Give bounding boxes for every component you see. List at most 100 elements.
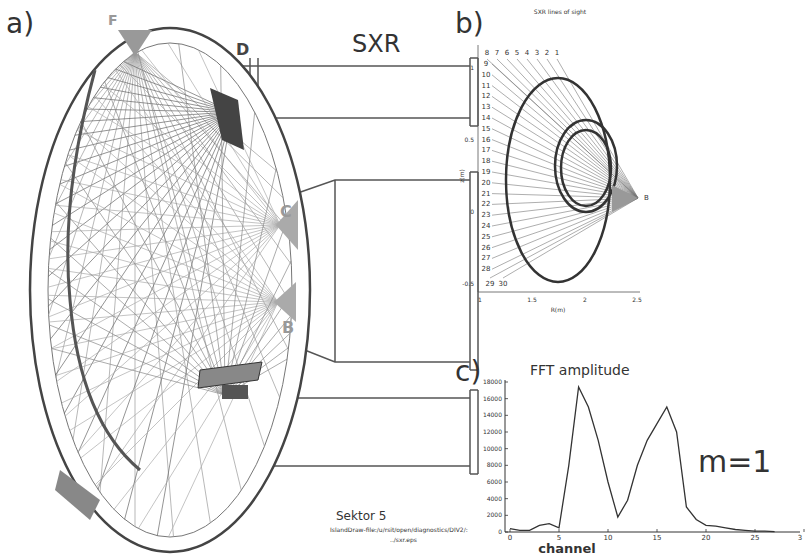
camera-label: B <box>282 320 294 336</box>
channel-number: 25 <box>482 233 491 240</box>
line-of-sight <box>65 163 225 395</box>
channel-number: 15 <box>482 125 491 132</box>
axis-tick: 0.5 <box>464 137 474 143</box>
line-of-sight <box>51 238 225 395</box>
axis-tick: 25 <box>751 535 760 542</box>
axis-tick: -0.5 <box>462 281 474 287</box>
axis-tick: 0 <box>498 529 502 535</box>
channel-number: 10 <box>482 71 491 78</box>
channel-number: 5 <box>515 50 519 57</box>
channel-number: 30 <box>499 281 508 288</box>
axis-tick: 18000 <box>483 379 502 385</box>
line-of-sight <box>527 59 638 198</box>
channel-number: 28 <box>482 266 491 273</box>
axis-tick: 1 <box>478 297 482 303</box>
line-of-sight <box>94 98 233 112</box>
line-of-sight <box>49 268 279 302</box>
line-of-sight <box>51 225 280 348</box>
channel-number: 16 <box>482 136 491 143</box>
line-of-sight <box>225 169 276 395</box>
axis-tick: 4000 <box>487 496 502 502</box>
channel-number: 20 <box>482 179 491 186</box>
axis-tick: 8000 <box>487 462 502 468</box>
axis-tick: 6000 <box>487 479 502 485</box>
middle-port <box>292 172 478 370</box>
axis-tick: 0 <box>508 535 512 542</box>
sector-label: Sektor 5 <box>336 510 386 522</box>
axis-tick: 2000 <box>487 512 502 518</box>
line-of-sight <box>103 52 135 83</box>
channel-number: 8 <box>485 50 489 57</box>
divertor-structure <box>198 362 262 388</box>
axis-title: z(m) <box>459 169 465 183</box>
channel-number: 13 <box>482 104 491 111</box>
axis-tick-mark <box>559 529 560 532</box>
line-of-sight <box>60 112 232 184</box>
line-of-sight <box>198 50 280 225</box>
fft-curve <box>510 387 775 532</box>
camera-label: D <box>236 42 249 58</box>
camera-b <box>274 282 296 322</box>
channel-number: 18 <box>482 158 491 165</box>
flux-surface <box>506 78 610 282</box>
line-of-sight <box>55 205 280 225</box>
axis-tick-mark <box>505 515 508 516</box>
axis-title: channel <box>538 542 596 555</box>
line-of-sight <box>88 107 280 225</box>
line-of-sight <box>138 52 225 395</box>
line-of-sight <box>135 52 136 527</box>
channel-number: 14 <box>482 115 491 122</box>
line-of-sight <box>78 225 280 452</box>
channel-number: 29 <box>486 281 495 288</box>
flux-surface <box>555 120 617 212</box>
axis-tick: 14000 <box>483 412 502 418</box>
channel-number: 27 <box>482 255 491 262</box>
line-of-sight <box>64 112 232 166</box>
vessel-outer-wall <box>30 28 310 552</box>
bottom-camera <box>222 385 248 399</box>
line-of-sight <box>48 112 232 277</box>
flux-surface <box>561 130 611 206</box>
line-of-sight <box>98 112 232 489</box>
axis-tick-mark <box>505 398 508 399</box>
channel-number: 9 <box>484 61 488 68</box>
line-of-sight <box>81 112 232 122</box>
line-of-sight <box>52 225 281 232</box>
channel-number: 17 <box>482 147 491 154</box>
axis-tick: 16000 <box>483 396 502 402</box>
camera-fan <box>612 185 638 212</box>
axis-tick-mark <box>505 465 508 466</box>
file-path: ../sxr.eps <box>390 537 417 543</box>
axis-tick-mark <box>706 529 707 532</box>
camera-label: F <box>108 13 118 27</box>
axis-tick: 12000 <box>483 429 502 435</box>
axis-tick: 2 <box>583 297 587 303</box>
line-of-sight <box>68 155 280 225</box>
line-of-sight <box>70 302 278 431</box>
axis-tick-mark <box>505 415 508 416</box>
line-of-sight <box>68 155 278 302</box>
axis-tick-mark <box>510 529 511 532</box>
line-of-sight <box>120 65 280 225</box>
camera-f <box>118 30 152 56</box>
channel-number: 24 <box>482 223 491 230</box>
channel-number: 1 <box>555 50 559 57</box>
camera-label: C <box>280 204 292 220</box>
file-path: IslandDraw-file:/u/rsit/open/diagnostics… <box>330 527 468 533</box>
channel-number: 26 <box>482 244 491 251</box>
channel-number: 11 <box>482 82 491 89</box>
vessel-inner-wall <box>48 43 292 537</box>
line-of-sight <box>70 112 233 150</box>
channel-number: 4 <box>525 50 529 57</box>
line-of-sight <box>48 295 278 302</box>
axis-tick: 1.5 <box>527 297 537 303</box>
panel-letter: c) <box>455 358 481 386</box>
line-of-sight <box>62 302 279 403</box>
axis-tick-mark <box>505 532 508 533</box>
line-of-sight <box>89 52 135 105</box>
plot-title: SXR lines of sight <box>534 9 586 15</box>
axis-tick: 0 <box>470 209 474 215</box>
axes <box>478 45 640 292</box>
channel-number: 22 <box>482 201 491 208</box>
